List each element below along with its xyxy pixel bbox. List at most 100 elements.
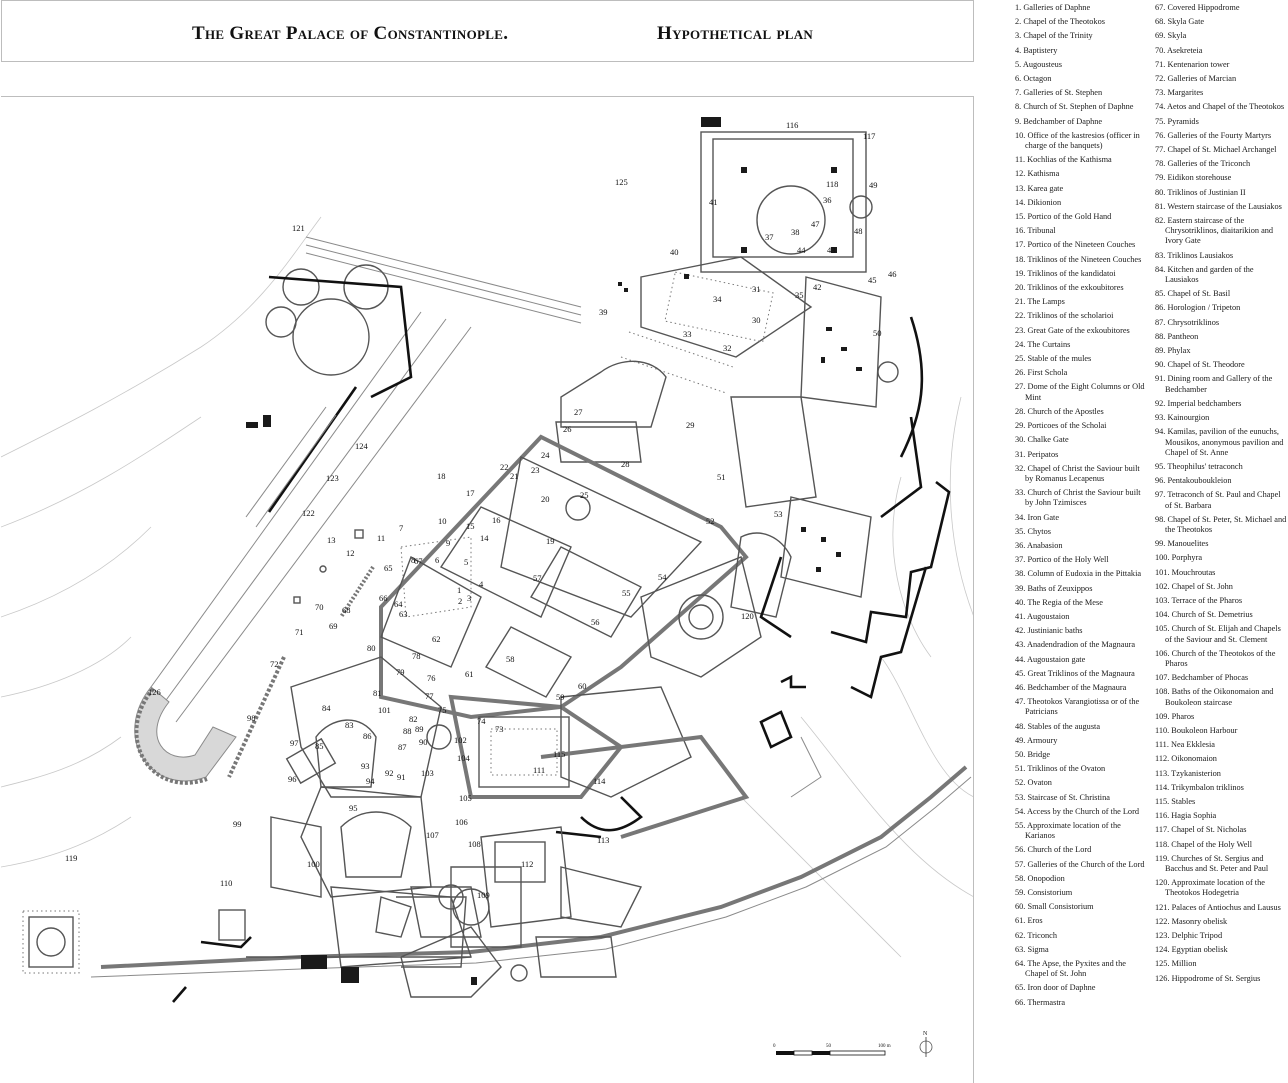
plan-label-123: 123 [326, 473, 339, 483]
plan-label-59: 59 [556, 692, 565, 702]
legend-item-number: 100. [1155, 553, 1170, 563]
legend-item-number: 113. [1155, 768, 1170, 778]
legend-item-text: Kamilas, pavilion of the eunuchs, Mousik… [1165, 427, 1284, 457]
legend-item: 106. Church of the Theotokos of the Phar… [1155, 649, 1287, 669]
legend-item-number: 60. [1015, 902, 1026, 912]
legend-item-number: 25. [1015, 354, 1026, 364]
legend-item-number: 85. [1155, 289, 1166, 299]
legend-item-number: 4. [1015, 45, 1022, 55]
legend-item-text: Triklinos of the Nineteen Couches [1027, 254, 1142, 264]
legend-item: 96. Pentakouboukleion [1155, 476, 1287, 486]
plan-label-32: 32 [723, 343, 732, 353]
palace-plan: 0 50 100 m N 123456789101112131415161718… [1, 117, 973, 1057]
plan-label-87: 87 [398, 742, 407, 752]
legend-item-text: Hippodrome of St. Sergius [1171, 973, 1261, 983]
legend-item: 3. Chapel of the Trinity [1015, 31, 1147, 41]
legend-item: 92. Imperial bedchambers [1155, 399, 1287, 409]
legend-item: 17. Portico of the Nineteen Couches [1015, 240, 1147, 250]
plan-label-25: 25 [580, 490, 589, 500]
legend-item-text: Galleries of the Church of the Lord [1027, 859, 1145, 869]
legend-item-text: First Schola [1027, 368, 1068, 378]
legend-item: 21. The Lamps [1015, 297, 1147, 307]
legend-item-number: 20. [1015, 283, 1026, 293]
plan-label-45: 45 [868, 275, 877, 285]
legend-item-number: 57. [1015, 859, 1026, 869]
legend-item-number: 3. [1015, 31, 1022, 41]
legend-item-text: Bedchamber of Daphne [1023, 116, 1103, 126]
legend-item: 18. Triklinos of the Nineteen Couches [1015, 255, 1147, 265]
legend-item-number: 84. [1155, 264, 1166, 274]
legend-item: 98. Chapel of St. Peter, St. Michael and… [1155, 515, 1287, 535]
legend-item: 118. Chapel of the Holy Well [1155, 840, 1287, 850]
plan-label-112: 112 [521, 859, 533, 869]
legend-item: 40. The Regia of the Mese [1015, 598, 1147, 608]
legend-item: 34. Iron Gate [1015, 513, 1147, 523]
legend-item: 76. Galleries of the Fourty Martyrs [1155, 131, 1287, 141]
legend-item-number: 122. [1155, 916, 1170, 926]
hodegetria [759, 674, 822, 798]
plan-label-72: 72 [270, 659, 279, 669]
legend-item: 71. Kentenarion tower [1155, 60, 1287, 70]
ovaton [640, 556, 792, 678]
legend-item: 84. Kitchen and garden of the Lausiakos [1155, 265, 1287, 285]
legend-item-text: Kitchen and garden of the Lausiakos [1165, 264, 1254, 285]
legend-item: 67. Covered Hippodrome [1155, 3, 1287, 13]
legend-item-number: 123. [1155, 931, 1170, 941]
legend-item-number: 124. [1155, 945, 1170, 955]
legend-item-number: 54. [1015, 806, 1026, 816]
legend-item-number: 106. [1155, 648, 1170, 658]
legend-item-number: 111. [1155, 740, 1169, 750]
plan-label-5: 5 [464, 557, 468, 567]
plan-label-41: 41 [709, 197, 718, 207]
legend-item-number: 34. [1015, 512, 1026, 522]
legend-item-text: Chapel of St. Peter, St. Michael and the… [1165, 514, 1287, 534]
legend-item-text: Mouchroutas [1171, 567, 1216, 577]
legend-item-number: 62. [1015, 930, 1026, 940]
plan-label-77: 77 [425, 691, 434, 701]
legend-item-text: Galleries of the Triconch [1167, 159, 1251, 169]
legend-item-text: Boukoleon Harbour [1171, 725, 1238, 735]
legend-item-text: Porphyra [1171, 553, 1203, 563]
plan-label-101: 101 [378, 705, 391, 715]
plan-label-105: 105 [459, 793, 472, 803]
legend-item-number: 69. [1155, 31, 1166, 41]
plan-label-114: 114 [593, 776, 606, 786]
legend-item-text: Chapel of Christ the Saviour built by Ro… [1025, 463, 1140, 483]
legend-item-number: 1. [1015, 3, 1022, 12]
legend-item-text: Triklinos of the exkoubitores [1027, 283, 1124, 293]
legend-item: 75. Pyramids [1155, 117, 1287, 127]
legend-item: 46. Bedchamber of the Magnaura [1015, 683, 1147, 693]
legend-item: 63. Sigma [1015, 945, 1147, 955]
plan-label-3: 3 [467, 593, 471, 603]
plan-label-66: 66 [379, 593, 388, 603]
legend-item: 101. Mouchroutas [1155, 568, 1287, 578]
legend-item: 68. Skyla Gate [1155, 17, 1287, 27]
legend-item: 86. Horologion / Tripeton [1155, 303, 1287, 313]
legend-item-text: Peripatos [1027, 449, 1059, 459]
legend-item-number: 117. [1155, 825, 1170, 835]
legend-item-number: 72. [1155, 74, 1166, 84]
legend-item: 7. Galleries of St. Stephen [1015, 88, 1147, 98]
plan-label-100: 100 [307, 859, 320, 869]
plan-label-92: 92 [385, 768, 394, 778]
legend-item: 124. Egyptian obelisk [1155, 945, 1287, 955]
legend-item-number: 92. [1155, 398, 1166, 408]
plan-label-4: 4 [479, 579, 484, 589]
legend-item: 78. Galleries of the Triconch [1155, 159, 1287, 169]
plan-label-113: 113 [597, 835, 609, 845]
legend-item-number: 63. [1015, 944, 1026, 954]
legend-item-text: Stables [1171, 796, 1196, 806]
plan-label-78: 78 [412, 651, 421, 661]
legend-item-text: Column of Eudoxia in the Pittakia [1027, 569, 1142, 579]
plan-label-34: 34 [713, 294, 722, 304]
legend-item: 31. Peripatos [1015, 450, 1147, 460]
legend-item: 33. Church of Christ the Saviour built b… [1015, 488, 1147, 508]
legend-item-text: Thermastra [1027, 997, 1066, 1007]
legend-item-number: 90. [1155, 360, 1166, 370]
legend-item: 74. Aetos and Chapel of the Theotokos [1155, 102, 1287, 112]
legend-item: 85. Chapel of St. Basil [1155, 289, 1287, 299]
legend-item: 70. Asekreteia [1155, 46, 1287, 56]
legend-item: 111. Nea Ekklesia [1155, 740, 1287, 750]
legend-item: 120. Approximate location of the Theotok… [1155, 878, 1287, 898]
